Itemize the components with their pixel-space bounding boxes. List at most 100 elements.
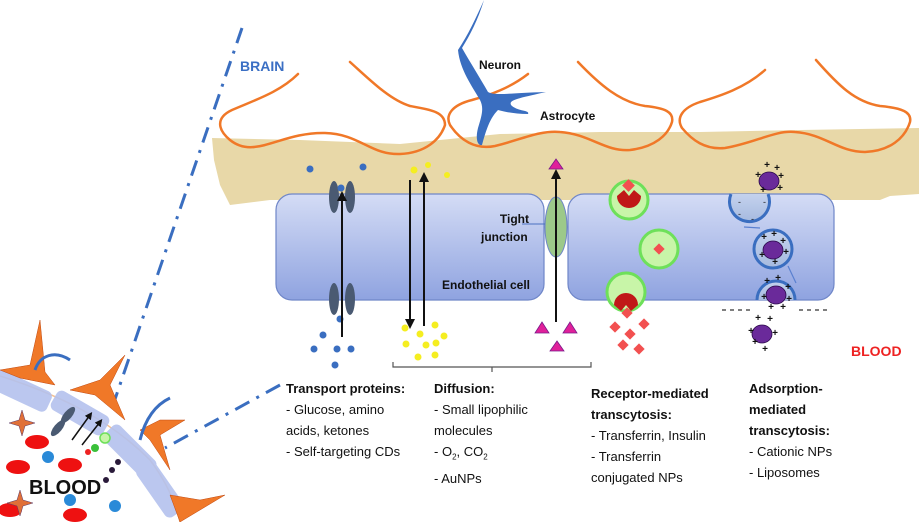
molecule-dot [306,165,314,173]
basement-membrane [212,128,919,205]
molecule-dot [425,162,431,168]
caption-title-line: transcytosis: [591,407,672,422]
transferrin [638,318,650,330]
lipophilic-molecules [401,162,450,361]
caption-title-line: mediated [749,402,807,417]
red-blood-cells [0,435,87,522]
immune-cells [42,451,121,512]
inset-vesicles [85,432,111,455]
zoom-line-upper [110,27,244,409]
svg-text:-: - [763,197,766,207]
blood-label-left: BLOOD [29,477,102,499]
vesicle [605,271,647,313]
molecule-dot [337,184,345,192]
triangle-molecule [549,340,565,352]
inset-cationic-nps [103,459,121,483]
transferrin [624,328,636,340]
cationic-np [758,171,780,191]
svg-text:+: + [752,337,758,348]
triangle-molecule [534,321,550,334]
tight-junction-label-line2: junction [481,230,528,244]
caption-diffusion: Diffusion: - Small lipophilic molecules … [434,378,528,489]
molecule-dot [359,163,367,171]
receptor-mediated-vesicles [605,179,680,313]
positive-charges: ++++++ ++++++ +++++++ ++++++ [748,160,792,355]
transport-protein [329,181,339,213]
svg-text:+: + [760,185,766,196]
cationic-np [765,285,787,305]
overview-inset [0,319,226,522]
inset-neurons [33,353,171,441]
svg-text:-: - [738,197,741,207]
molecule-dot [444,172,450,178]
caption-item: - Transferrin, Insulin [591,428,706,443]
caption-item: - Transferrin [591,449,662,464]
neuron-shape [458,0,546,146]
zoom-guide-lines [110,27,281,450]
caption-receptor-mediated: Receptor-mediated transcytosis: - Transf… [591,383,709,488]
svg-text:+: + [761,292,767,303]
caption-item: - Liposomes [749,465,820,480]
svg-text:+: + [764,160,770,171]
molecule-dot [416,330,424,338]
transport-proteins [329,181,355,315]
astrocyte-label: Astrocyte [540,109,596,123]
receptor [614,293,638,311]
cationic-np [762,240,784,260]
caption-title: Transport proteins: [286,381,406,396]
molecule-dot [402,340,410,348]
cationic-np [751,324,773,344]
svg-text:-: - [751,214,754,224]
svg-text:+: + [748,326,754,337]
tight-junction-label-line1: Tight [499,212,529,226]
caption-title-line: Receptor-mediated [591,386,709,401]
astrocyte-foot-2 [447,60,674,152]
platelet-stars [6,409,36,517]
caption-item: conjugated NPs [591,470,683,485]
svg-text:+: + [783,247,789,258]
triangle-molecule [548,158,564,170]
transferrin [633,343,645,355]
transferrin [617,339,629,351]
molecule-dot [401,324,409,332]
inset-transport-arrows [71,411,103,446]
svg-text:+: + [780,302,786,313]
caption-title-line: Adsorption- [749,381,823,396]
caption-adsorption-mediated: Adsorption- mediated transcytosis: - Cat… [749,378,832,483]
svg-text:+: + [768,302,774,313]
molecule-dot [414,353,422,361]
svg-text:+: + [777,183,783,194]
svg-text:+: + [785,282,791,293]
small-molecules-triangles [534,158,578,352]
caption-item-gases: - O2, CO2 [434,444,488,462]
svg-text:+: + [774,163,780,174]
svg-text:+: + [786,294,792,305]
svg-text:+: + [775,273,781,284]
transport-protein [345,181,355,213]
transferrin [653,243,665,255]
caption-title: Diffusion: [434,381,495,396]
svg-text:+: + [780,236,786,247]
transferrin [609,321,621,333]
transferrin-molecules [609,307,650,355]
caption-item: acids, ketones [286,423,370,438]
astrocyte-endfeet [218,58,912,156]
svg-text:-: - [738,209,741,219]
svg-text:+: + [755,313,761,324]
svg-text:+: + [772,328,778,339]
molecule-dot [319,331,327,339]
transferrin [621,307,633,319]
diffusion-bracket [392,362,592,372]
svg-text:+: + [761,232,767,243]
molecule-dot [333,345,341,353]
transport-protein [329,283,339,315]
astrocyte-foot-3 [678,58,912,154]
molecule-dot [347,345,355,353]
molecule-dot [422,341,430,349]
svg-text:+: + [764,276,770,287]
inset-transport-protein [50,406,76,437]
brain-label: BRAIN [240,58,285,74]
negative-charges: - - - - [738,197,766,224]
triangle-molecule [562,321,578,334]
